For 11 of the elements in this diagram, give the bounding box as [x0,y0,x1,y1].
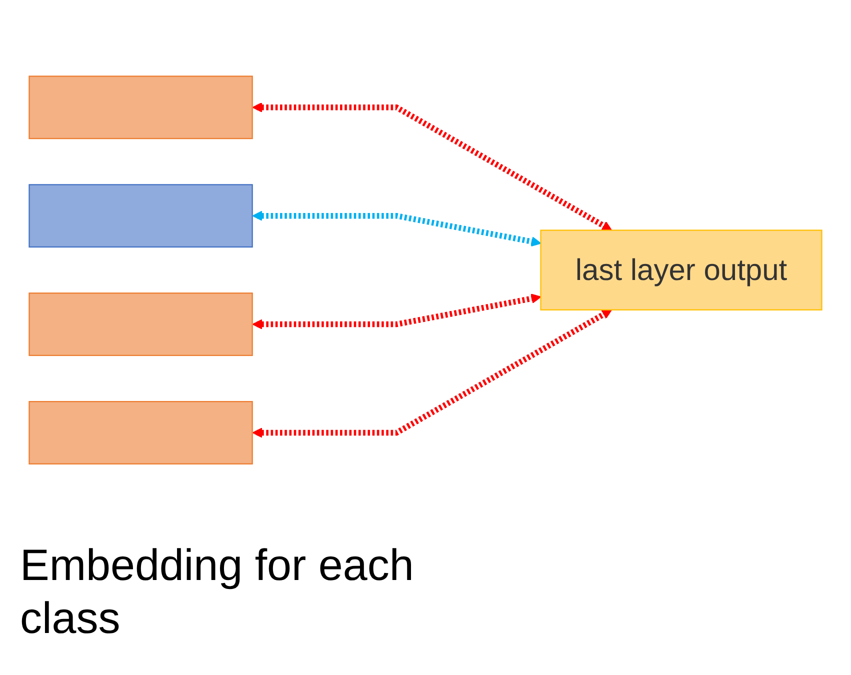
diagram: last layer output [20,66,831,474]
arrow [252,309,612,438]
arrow [252,293,542,330]
node-box [540,230,822,310]
node-box [28,400,253,464]
arrow [252,210,542,246]
arrow [252,102,612,231]
node-box [28,184,253,248]
node-box [28,76,253,140]
node-box [28,292,253,356]
caption-text: Embedding for each class [20,540,415,645]
